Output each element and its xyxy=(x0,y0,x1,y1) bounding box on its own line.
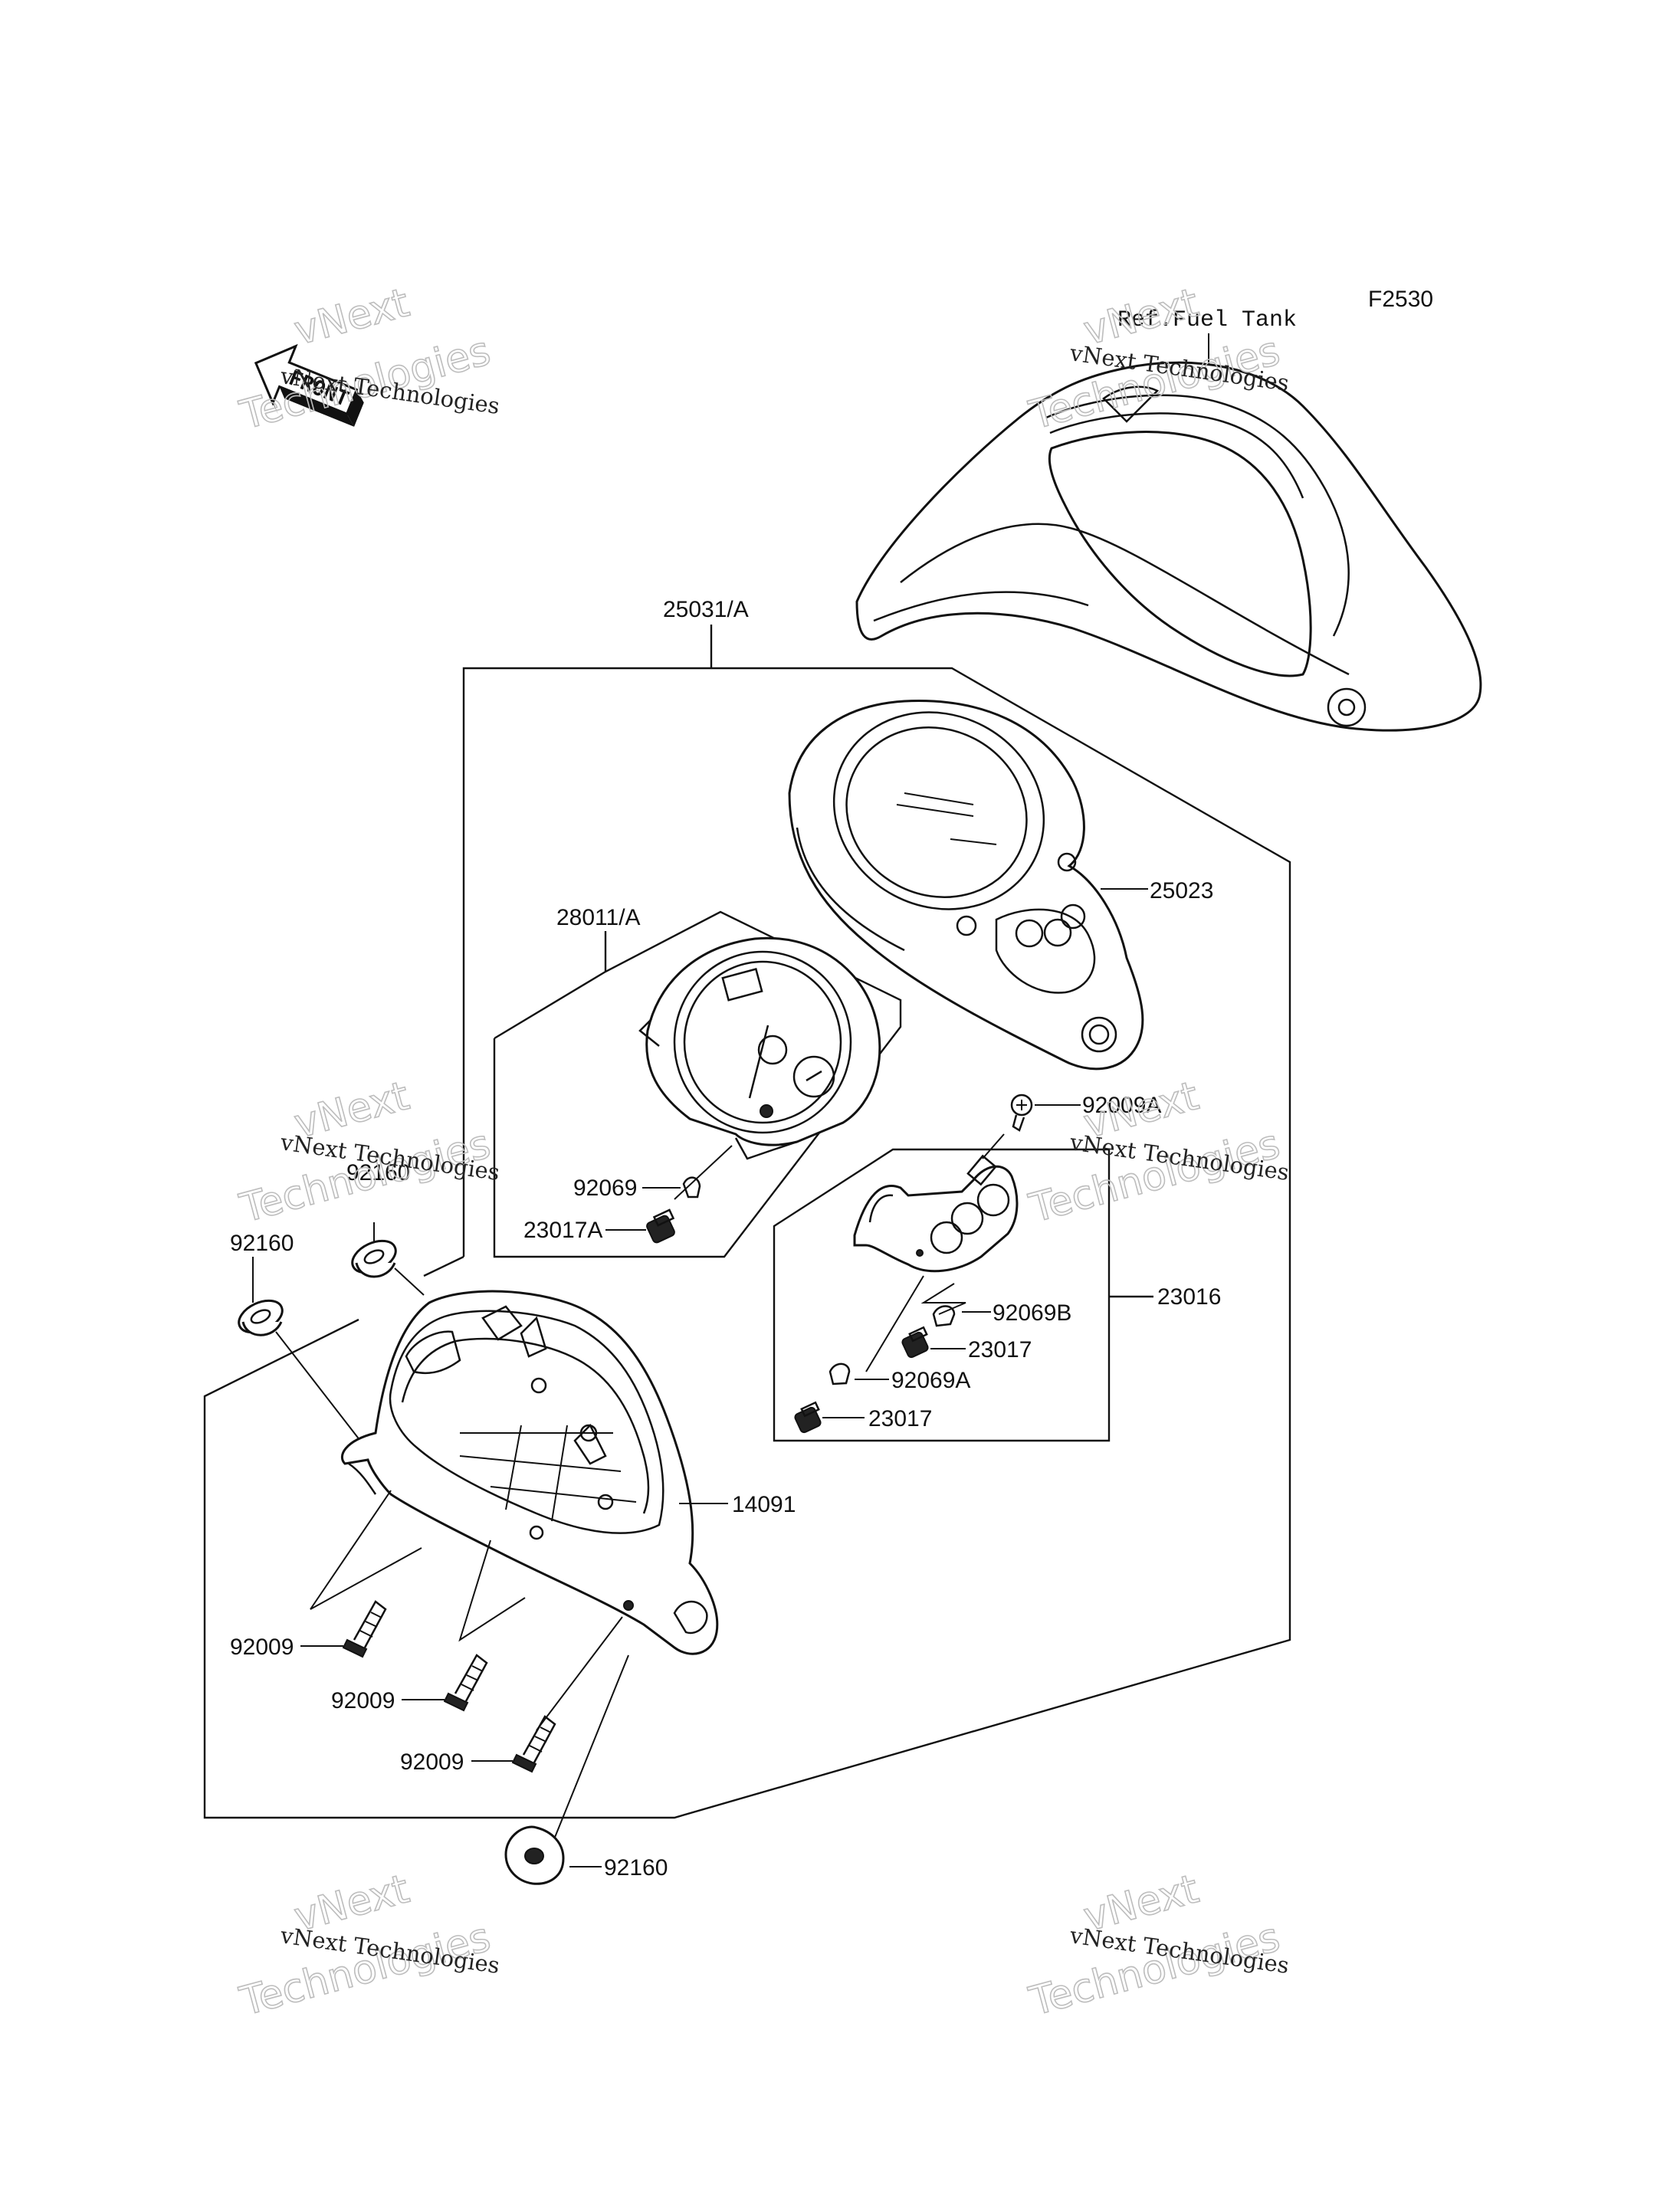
watermark-bottom-right: vNext Technologies vNext Technologies xyxy=(1024,1865,1291,2025)
svg-text:vNext: vNext xyxy=(290,280,414,354)
assembly-bracket-25031A xyxy=(203,625,1291,1819)
lower-case-14091-illustration xyxy=(340,1290,719,1655)
socket-23017-upper-icon xyxy=(901,1326,929,1359)
watermark-mid-left: vNext Technologies vNext Technologies xyxy=(235,1072,501,1232)
label-92069: 92069 xyxy=(573,1176,637,1201)
watermark-bottom-left: vNext Technologies vNext Technologies xyxy=(235,1865,501,2025)
label-28011A: 28011/A xyxy=(556,905,641,930)
grommet-92160-bottom-icon xyxy=(504,1825,565,1885)
bracket-23016 xyxy=(773,1148,1153,1442)
leader-92009A-stem xyxy=(982,1133,1005,1159)
leader-92160-left-down xyxy=(275,1331,361,1441)
leader-housing-lower xyxy=(865,1275,924,1372)
figure-code: F2530 xyxy=(1368,287,1433,312)
grommet-92160-upper-icon xyxy=(351,1239,397,1278)
label-25031A: 25031/A xyxy=(663,597,749,622)
leader-screw-1 xyxy=(310,1490,422,1610)
screw-92009-1-icon xyxy=(342,1600,387,1658)
screw-92009A-icon xyxy=(1010,1094,1033,1132)
fuel-tank-cover-illustration xyxy=(855,361,1482,732)
screw-92009-2-icon xyxy=(443,1654,488,1712)
label-92009A: 92009A xyxy=(1082,1093,1161,1118)
leader-grommet-bottom xyxy=(553,1654,629,1840)
label-23017-lower: 23017 xyxy=(868,1406,932,1431)
label-92160-left: 92160 xyxy=(230,1231,294,1256)
socket-23017A-icon xyxy=(646,1208,675,1244)
indicator-housing-illustration xyxy=(853,1154,1019,1273)
leader-screw-2 xyxy=(458,1540,526,1642)
ref-fuel-tank-label: Ref.Fuel Tank xyxy=(1117,307,1297,333)
leader-92069-stem xyxy=(674,1145,733,1200)
bulb-92069-icon xyxy=(682,1176,701,1199)
grommet-92160-left-icon xyxy=(238,1299,284,1336)
label-92009-1: 92009 xyxy=(230,1635,294,1660)
screw-92009-3-icon xyxy=(511,1715,556,1773)
bulb-92069B-icon xyxy=(932,1305,956,1327)
front-arrow-icon: FRONT xyxy=(254,343,364,427)
label-92160-upper: 92160 xyxy=(346,1160,410,1185)
label-92069A: 92069A xyxy=(891,1368,970,1393)
label-25023: 25023 xyxy=(1150,878,1213,903)
leader-housing-upper xyxy=(920,1283,966,1315)
label-92160-bottom: 92160 xyxy=(604,1855,668,1881)
socket-23017-lower-icon xyxy=(794,1401,822,1434)
label-23016: 23016 xyxy=(1157,1284,1221,1310)
meter-unit-28011A-illustration xyxy=(638,936,881,1160)
bulb-92069A-icon xyxy=(829,1362,851,1385)
bracket-28011A xyxy=(493,910,902,1258)
label-14091: 14091 xyxy=(732,1492,796,1517)
label-23017A: 23017A xyxy=(523,1218,602,1243)
label-92009-2: 92009 xyxy=(331,1688,395,1713)
label-92009-3: 92009 xyxy=(400,1749,464,1775)
leader-screw-3 xyxy=(536,1616,623,1731)
label-92069B: 92069B xyxy=(993,1300,1071,1326)
meter-case-25023-illustration xyxy=(788,700,1144,1071)
leader-92160-upper-down xyxy=(394,1267,425,1296)
label-23017-upper: 23017 xyxy=(968,1337,1032,1362)
watermark-mid-right: vNext Technologies vNext Technologies xyxy=(1024,1072,1291,1232)
